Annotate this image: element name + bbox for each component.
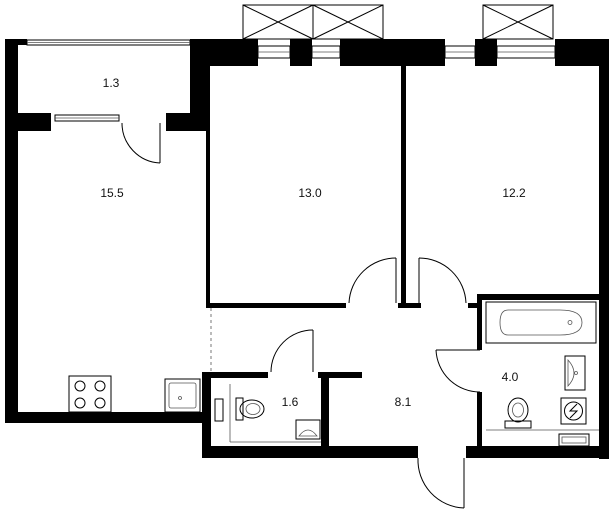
cistern-icon <box>214 398 224 422</box>
toilet-room-fixtures <box>214 384 321 443</box>
windows <box>26 39 556 122</box>
area-label-bathroom: 4.0 <box>502 370 519 384</box>
kitchen-fixtures <box>68 375 201 413</box>
area-label-living-kitchen: 15.5 <box>100 186 124 200</box>
door-bedroom-1 <box>348 257 397 304</box>
window-living <box>54 114 120 122</box>
bathroom-fixtures <box>485 301 599 447</box>
area-label-toilet: 1.6 <box>282 395 299 409</box>
kitchen-sink-icon <box>164 378 201 413</box>
doors <box>121 122 481 509</box>
stove-icon <box>68 375 112 413</box>
window-bedroom-1b <box>311 45 341 59</box>
window-bedroom-1a <box>257 45 291 59</box>
walls <box>5 39 609 459</box>
washing-machine-icon <box>558 433 590 447</box>
bathtub-icon <box>485 301 597 344</box>
ac-unit-1 <box>242 4 314 40</box>
window-bedroom-2a <box>444 45 476 59</box>
door-bathroom <box>435 349 481 393</box>
window-balcony <box>26 39 191 46</box>
door-balcony <box>121 122 161 164</box>
door-bedroom-2 <box>418 257 467 304</box>
wc-icon <box>235 397 265 421</box>
window-bedroom-2b <box>496 45 556 59</box>
door-entrance <box>417 457 465 509</box>
area-label-balcony: 1.3 <box>103 76 120 90</box>
ac-units <box>242 4 554 40</box>
washbasin-icon <box>564 355 586 391</box>
ac-unit-3 <box>482 4 554 40</box>
area-label-bedroom-1: 13.0 <box>298 186 322 200</box>
water-heater-icon <box>560 397 587 425</box>
room-labels: 1.3 15.5 13.0 12.2 1.6 8.1 4.0 <box>100 76 526 409</box>
area-label-bedroom-2: 12.2 <box>502 186 526 200</box>
hand-sink-icon <box>295 419 321 440</box>
bath-wc-icon <box>504 397 532 429</box>
area-label-hallway: 8.1 <box>395 395 412 409</box>
ac-unit-2 <box>312 4 384 40</box>
door-toilet <box>270 329 314 373</box>
